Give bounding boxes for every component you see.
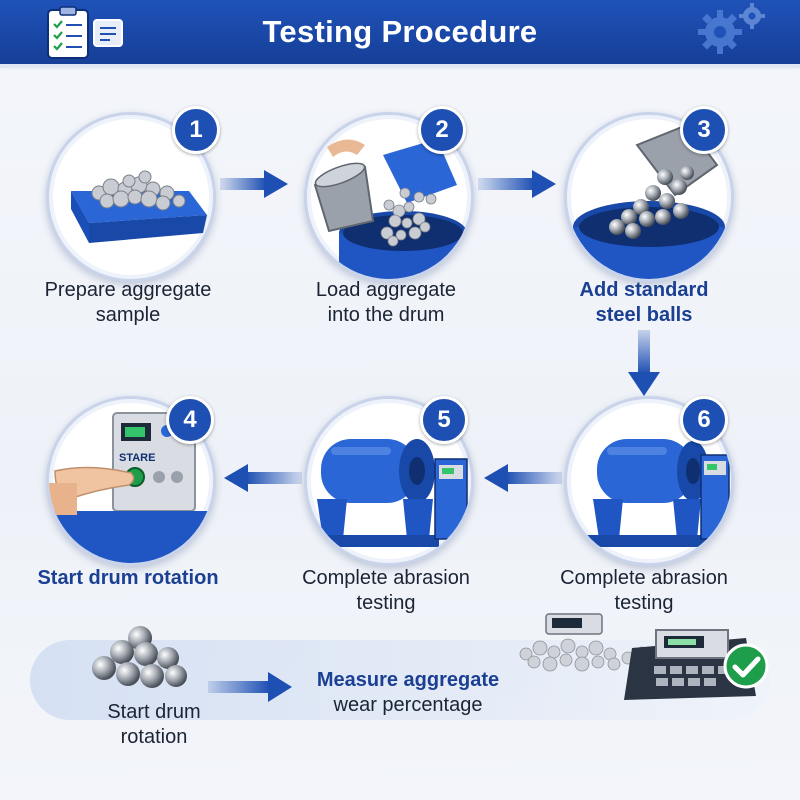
step-4-number: 4 (166, 396, 214, 444)
step-3-number: 3 (680, 106, 728, 154)
step-6-number: 6 (680, 396, 728, 444)
step-3-caption: Add standard steel balls (579, 279, 709, 326)
steel-ball-pile-icon (92, 626, 187, 688)
arrow-5-to-4 (224, 464, 302, 492)
bucket-pour-icon (313, 139, 467, 279)
page-title: Testing Procedure (262, 14, 538, 49)
step-1-number: 1 (172, 106, 220, 154)
arrow-6-to-5 (484, 464, 562, 492)
header-divider (0, 64, 800, 68)
gears-icon (698, 3, 765, 54)
measure-caption: Measure aggregate wear percentage (316, 669, 500, 716)
arrow-3-to-6 (628, 330, 660, 396)
step-1-caption: Prepare aggregate sample (44, 279, 212, 326)
step-3-circle (564, 112, 734, 282)
step-5-caption: Complete abrasion testing (302, 567, 470, 614)
abrasion-drum-icon (587, 439, 730, 547)
clipboard-checklist-icon (47, 6, 123, 59)
arrow-to-measure (208, 672, 292, 702)
bottom-left-caption: Start drum rotation (107, 701, 201, 748)
panel-label: STARE (119, 452, 155, 464)
arrow-1-to-2 (220, 170, 288, 198)
header-bar: Testing Procedure (0, 0, 800, 64)
weighing-scale-icon (519, 613, 756, 700)
arrow-2-to-3 (478, 170, 556, 198)
step-4-caption: Start drum rotation (37, 567, 219, 589)
step-2-caption: Load aggregate into the drum (315, 279, 457, 326)
step-6-caption: Complete abrasion testing (560, 567, 728, 614)
step-5-number: 5 (420, 396, 468, 444)
step-2-number: 2 (418, 106, 466, 154)
checkmark-icon (723, 643, 769, 689)
aggregate-tray-icon (71, 170, 207, 243)
